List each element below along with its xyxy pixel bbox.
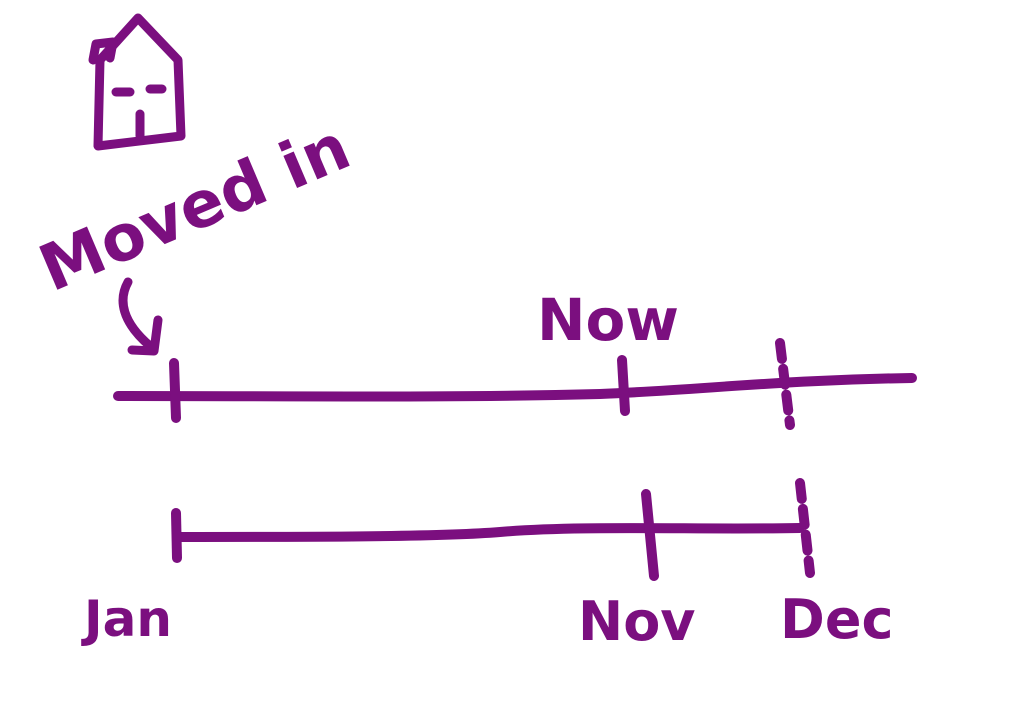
house-icon <box>88 13 186 151</box>
moved-in-arrow <box>118 277 163 356</box>
lower-dec-dashed-tick <box>795 478 815 578</box>
dec-label: Dec <box>780 588 893 651</box>
upper-dec-dashed-tick <box>775 338 795 430</box>
moved-in-label: Moved in <box>29 110 360 306</box>
upper-timeline-line <box>113 373 917 402</box>
jan-label: Jan <box>81 590 172 648</box>
upper-timeline <box>113 338 917 430</box>
lower-timeline <box>171 478 815 581</box>
lower-timeline-line <box>173 523 805 542</box>
moved-in-tick <box>169 358 181 423</box>
now-tick <box>617 355 630 416</box>
now-label: Now <box>537 286 679 354</box>
nov-label: Nov <box>578 590 696 653</box>
nov-tick <box>641 489 659 581</box>
jan-tick <box>171 508 182 563</box>
